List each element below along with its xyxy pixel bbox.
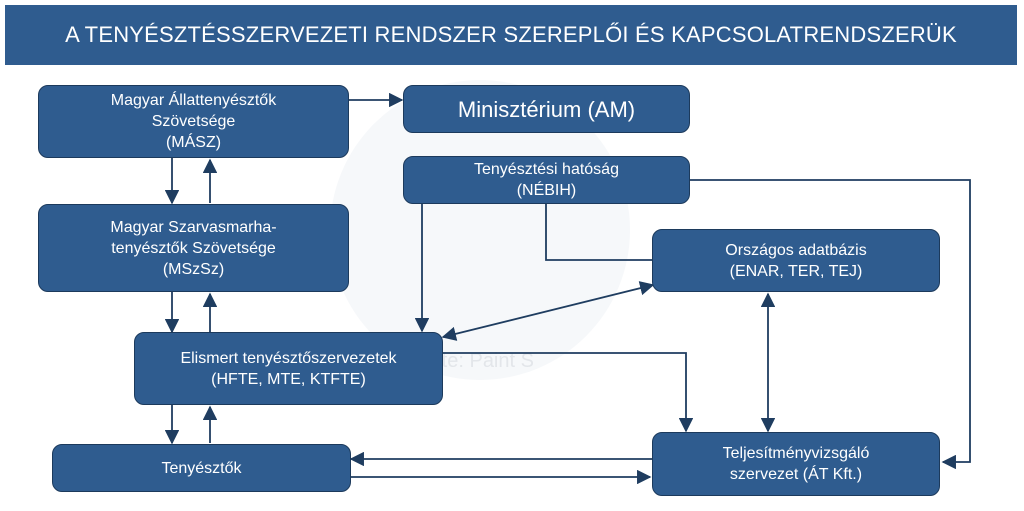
node-tenyesztok: Tenyésztők [52,444,351,492]
node-nebih: Tenyésztési hatóság (NÉBIH) [403,156,690,204]
node-teljesitmenyvizsgalo: Teljesítményvizsgáló szervezet (ÁT Kft.) [652,432,940,496]
edge-elismert-teljesitmeny [443,352,694,433]
node-orszagos-adatbazis: Országos adatbázis (ENAR, TER, TEJ) [652,229,940,292]
node-masz: Magyar Állattenyésztők Szövetsége (MÁSZ) [38,85,349,158]
edge-nebih-adatbazis [545,204,652,261]
node-mszsz: Magyar Szarvasmarha- tenyésztők Szövetsé… [38,204,349,292]
node-elismert-tenyesztoszervezetek: Elismert tenyésztőszervezetek (HFTE, MTE… [134,332,443,405]
diagram-title: A TENYÉSZTÉSSZERVEZETI RENDSZER SZEREPLŐ… [5,5,1017,65]
node-ministerium: Minisztérium (AM) [403,85,690,133]
watermark-text: ette: Paint S [425,350,534,372]
edge-adatbazis-elismert [441,281,655,341]
edge-nebih-teljesitmeny [690,179,971,470]
